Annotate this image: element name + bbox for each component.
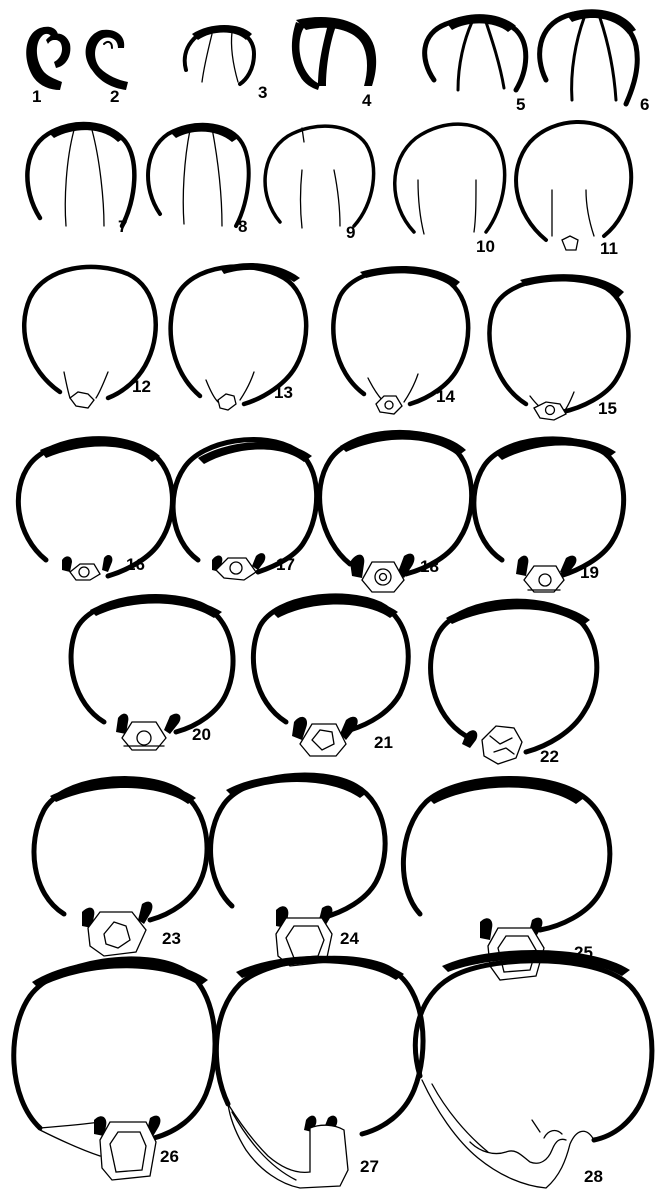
- label-3: 3: [258, 83, 267, 102]
- label-27: 27: [360, 1157, 379, 1176]
- panel-6: 6: [540, 9, 650, 114]
- panel-5: 5: [425, 14, 526, 114]
- label-24: 24: [340, 929, 359, 948]
- label-6: 6: [640, 95, 649, 114]
- panel-1: 1: [26, 27, 70, 106]
- panel-17: 17: [173, 440, 317, 580]
- label-16: 16: [126, 555, 145, 574]
- label-17: 17: [276, 555, 295, 574]
- label-8: 8: [238, 217, 247, 236]
- label-13: 13: [274, 383, 293, 402]
- label-26: 26: [160, 1147, 179, 1166]
- panel-14: 14: [333, 266, 468, 414]
- panel-13: 13: [171, 263, 307, 410]
- label-9: 9: [346, 223, 355, 242]
- label-18: 18: [420, 557, 439, 576]
- label-10: 10: [476, 237, 495, 256]
- label-1: 1: [32, 87, 41, 106]
- panel-24: 24: [211, 774, 386, 966]
- label-7: 7: [118, 217, 127, 236]
- panel-20: 20: [71, 596, 233, 750]
- label-11: 11: [600, 239, 618, 258]
- label-2: 2: [110, 87, 119, 106]
- panel-3: 3: [185, 25, 268, 102]
- panel-8: 8: [148, 125, 249, 236]
- panel-16: 16: [18, 438, 172, 580]
- panel-4: 4: [292, 17, 376, 110]
- panel-15: 15: [489, 274, 628, 420]
- label-21: 21: [374, 733, 393, 752]
- label-23: 23: [162, 929, 181, 948]
- panel-2: 2: [86, 30, 128, 106]
- panel-21: 21: [253, 596, 408, 756]
- panel-11: 11: [516, 122, 631, 258]
- label-12: 12: [132, 377, 151, 396]
- panel-23: 23: [34, 779, 207, 956]
- panel-12: 12: [24, 267, 156, 408]
- panel-26: 26: [14, 959, 215, 1180]
- panel-9: 9: [265, 126, 374, 242]
- panel-22: 22: [431, 601, 597, 766]
- label-19: 19: [580, 563, 599, 582]
- label-14: 14: [436, 387, 455, 406]
- label-22: 22: [540, 747, 559, 766]
- panel-27: 27: [216, 956, 423, 1188]
- panel-7: 7: [27, 123, 134, 236]
- panel-18: 18: [320, 431, 472, 592]
- panel-25: 25: [403, 779, 609, 980]
- label-28: 28: [584, 1167, 603, 1186]
- label-4: 4: [362, 91, 372, 110]
- label-15: 15: [598, 399, 617, 418]
- panel-10: 10: [395, 124, 505, 256]
- label-5: 5: [516, 95, 525, 114]
- panel-19: 19: [474, 438, 624, 592]
- panel-28: 28: [415, 950, 652, 1188]
- label-20: 20: [192, 725, 211, 744]
